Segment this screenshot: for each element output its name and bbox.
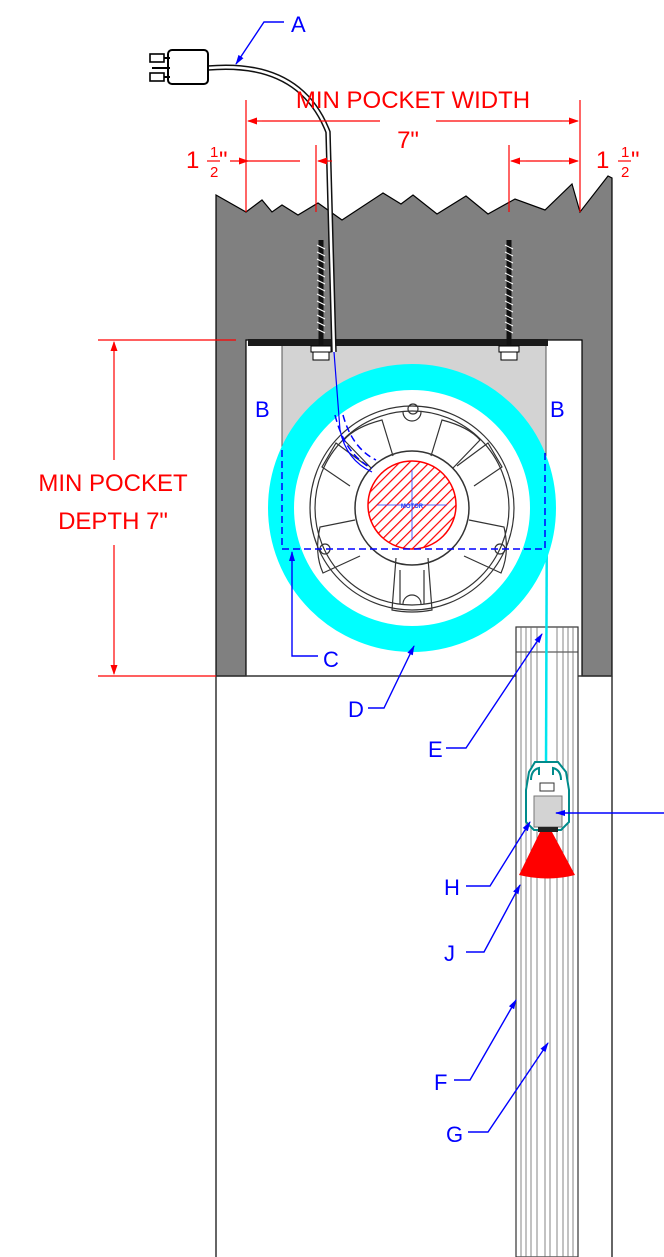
header-wall: [215, 175, 613, 677]
bottom-seal: [519, 832, 575, 879]
side-clearance-right-whole: 1: [596, 147, 609, 174]
side-clearance-left-inch: ": [219, 147, 228, 174]
callout-j: J: [444, 941, 455, 966]
power-cord: [149, 49, 373, 473]
leader-lines: [235, 21, 664, 1133]
mounting-plate: [248, 339, 548, 346]
callout-e: E: [428, 737, 443, 762]
motor-label: MOTOR: [401, 504, 424, 510]
roller-tube: [309, 403, 515, 613]
callout-c: C: [323, 647, 339, 672]
callout-f: F: [434, 1070, 447, 1095]
side-clearance-left-num: 1: [210, 144, 218, 161]
dimension-side-clearance-right: [508, 145, 579, 212]
side-clearance-left-whole: 1: [186, 147, 199, 174]
mounting-screw-left: [310, 240, 332, 361]
callout-b-right: B: [550, 397, 565, 422]
mounting-screw-right: [498, 240, 520, 361]
bracket-outline: [281, 414, 546, 550]
min-pocket-depth-line2: DEPTH 7": [58, 508, 168, 535]
callout-a: A: [291, 12, 306, 37]
side-clearance-right-den: 2: [621, 164, 629, 181]
side-clearance-right-inch: ": [631, 147, 640, 174]
side-clearance-right-num: 1: [621, 144, 629, 161]
bottom-bar: [525, 761, 570, 832]
callout-g: G: [446, 1122, 463, 1147]
min-pocket-width-value: 7": [397, 127, 419, 154]
callout-b-left: B: [255, 397, 270, 422]
tube-hub: [354, 450, 470, 566]
dimension-min-pocket-width: [245, 100, 581, 212]
callout-d: D: [348, 697, 364, 722]
dimension-side-clearance-left: [230, 145, 332, 212]
dimension-min-pocket-depth: [98, 339, 236, 677]
callout-h: H: [444, 875, 460, 900]
min-pocket-width-label: MIN POCKET WIDTH: [296, 87, 530, 114]
side-clearance-left-den: 2: [210, 164, 218, 181]
min-pocket-depth-line1: MIN POCKET: [38, 470, 188, 497]
